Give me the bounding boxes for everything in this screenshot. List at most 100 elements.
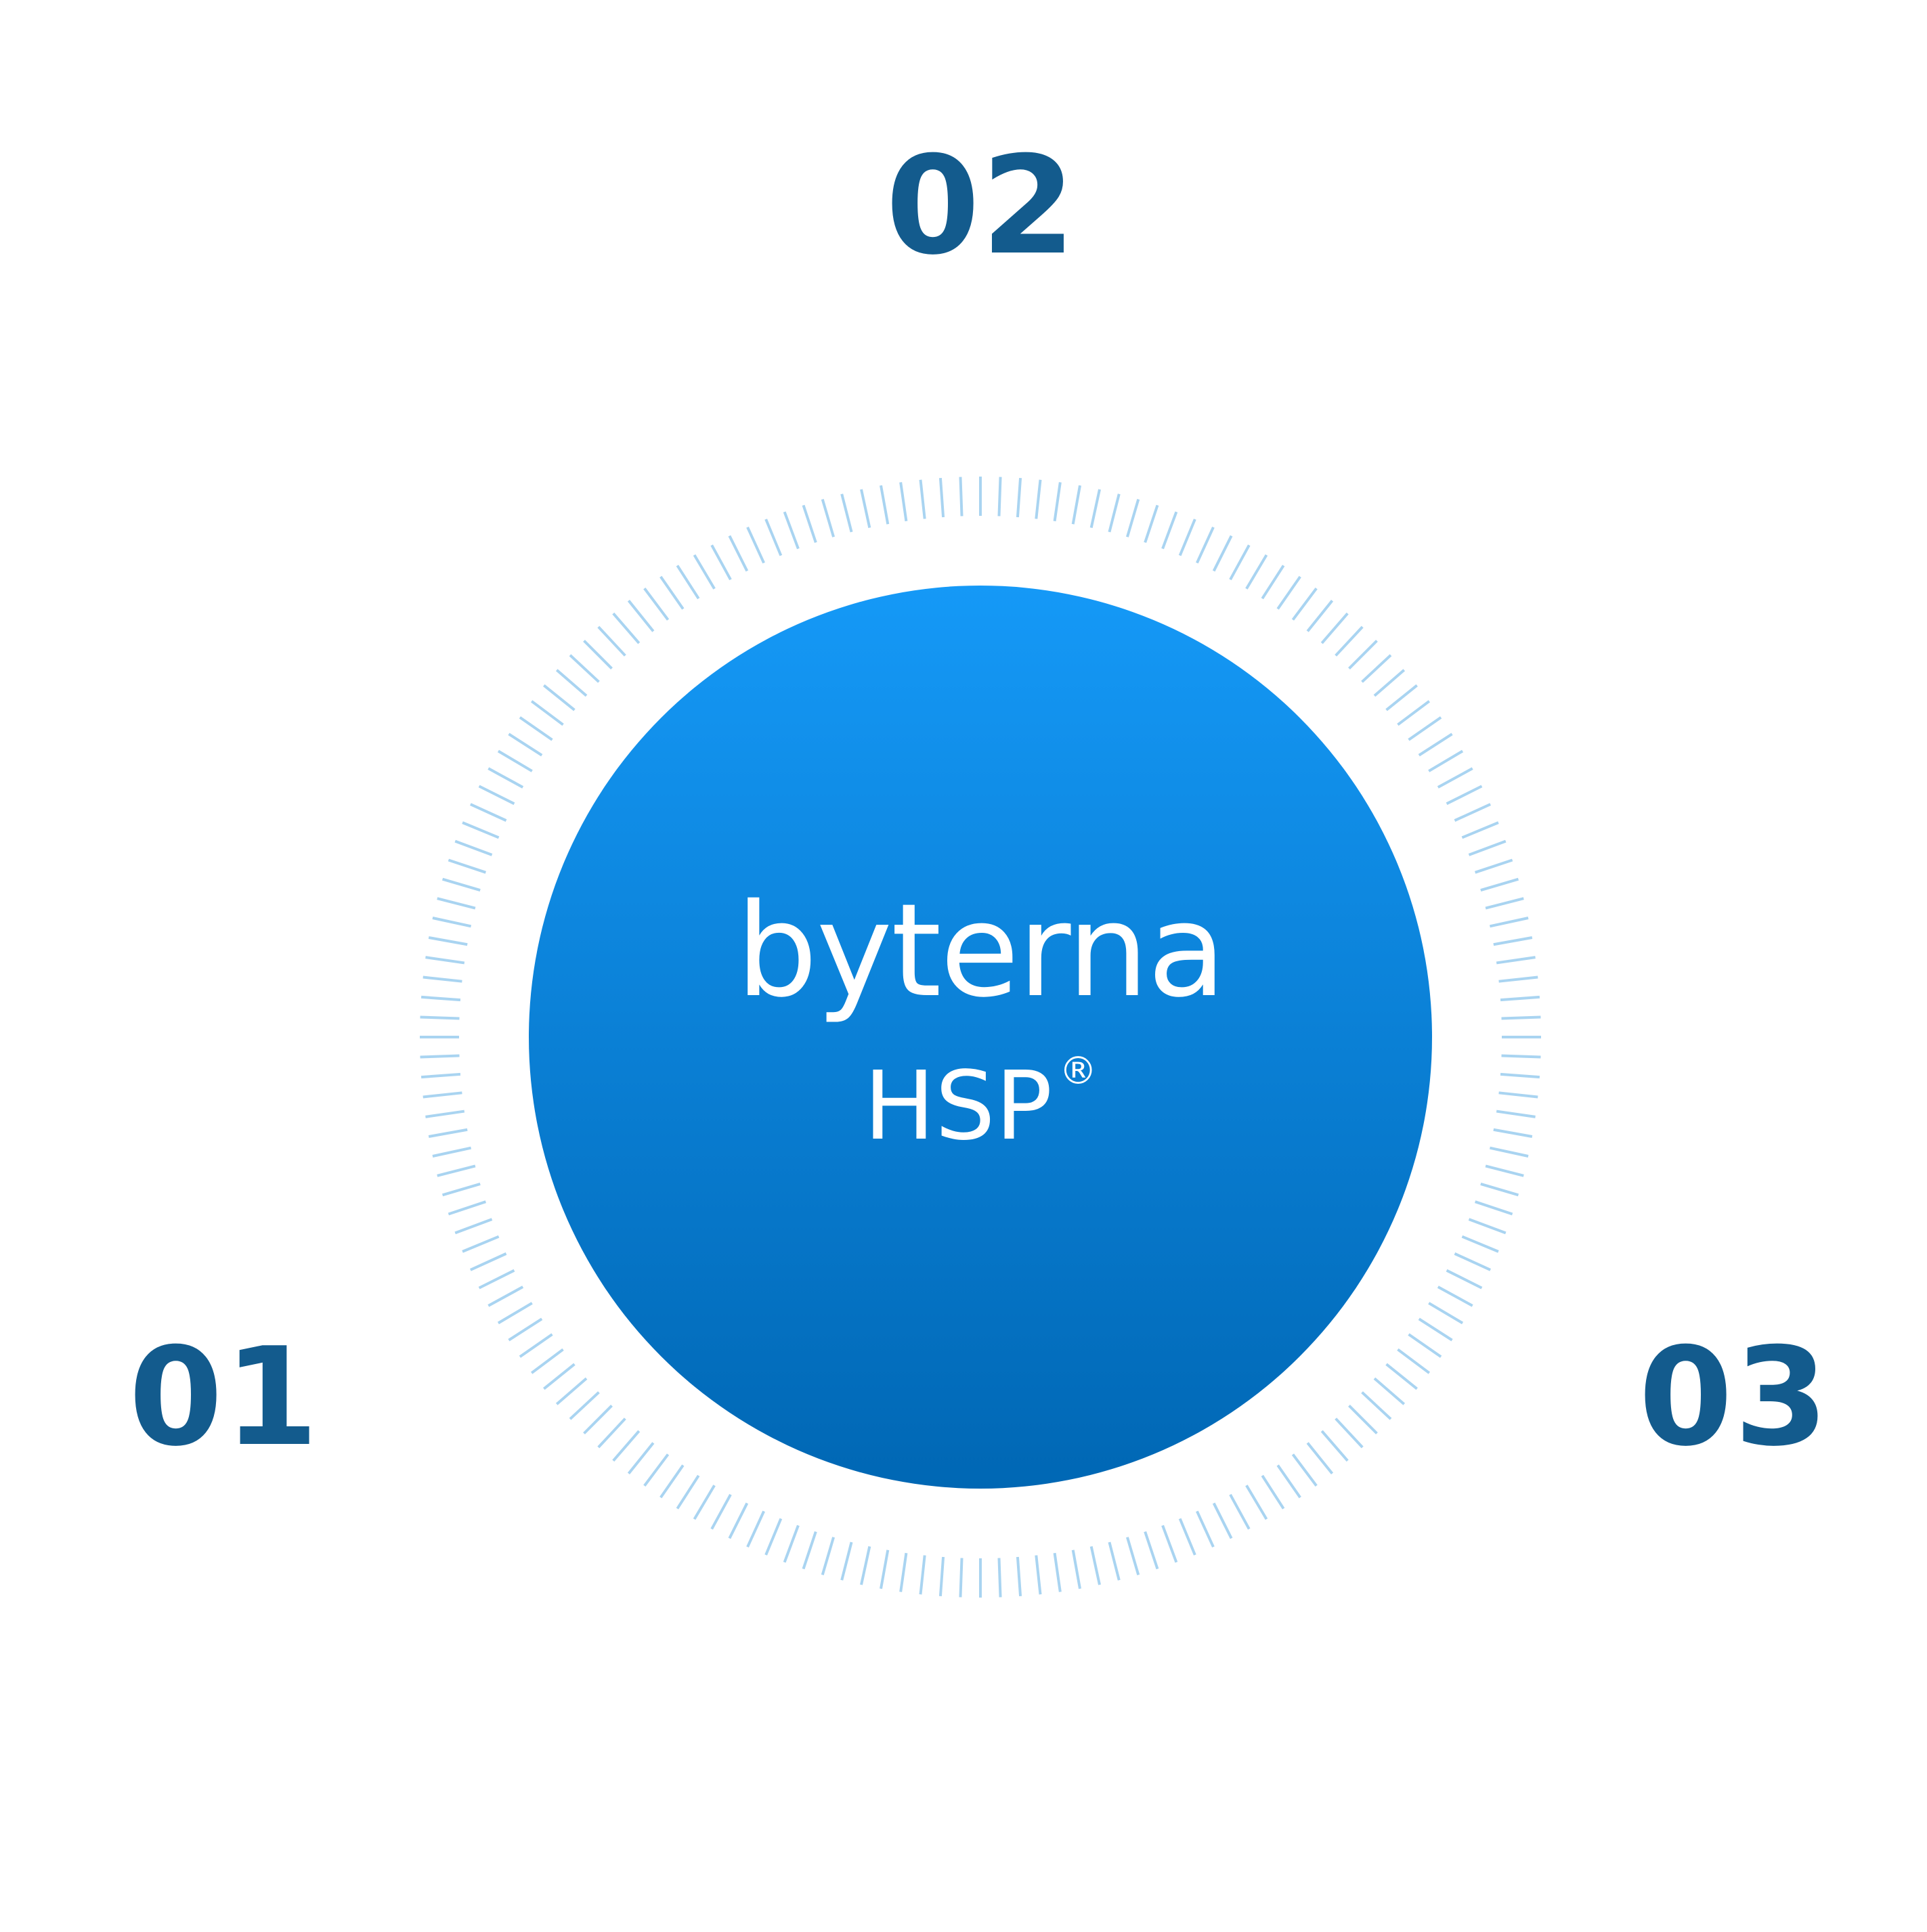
tick-mark xyxy=(1489,1146,1529,1158)
tick-mark xyxy=(746,1510,765,1548)
tick-mark xyxy=(1306,1442,1334,1474)
tick-mark xyxy=(1335,1418,1364,1449)
tick-mark xyxy=(432,1146,472,1158)
tick-mark xyxy=(1245,1485,1268,1520)
tick-mark xyxy=(860,1545,871,1585)
tick-mark xyxy=(462,821,500,839)
tick-mark xyxy=(880,1550,890,1589)
tick-mark xyxy=(1245,554,1268,590)
tick-mark xyxy=(1428,749,1464,772)
tick-mark xyxy=(1144,504,1159,544)
tick-mark xyxy=(1454,803,1492,822)
tick-mark xyxy=(583,1405,613,1434)
tick-mark xyxy=(627,1442,655,1474)
tick-mark xyxy=(1035,479,1042,519)
step-number-03: 03 xyxy=(1639,1319,1830,1476)
tick-mark xyxy=(676,565,700,600)
tick-mark xyxy=(1485,1164,1524,1177)
tick-mark xyxy=(959,1558,964,1598)
tick-mark xyxy=(1474,1200,1513,1216)
tick-mark xyxy=(423,1091,462,1099)
tick-mark xyxy=(1276,575,1301,610)
tick-mark xyxy=(627,600,655,632)
tick-mark xyxy=(1361,654,1392,683)
step-number-01: 01 xyxy=(129,1319,320,1476)
tick-mark xyxy=(764,1518,783,1556)
tick-mark xyxy=(1361,1391,1392,1420)
tick-mark xyxy=(643,1453,670,1487)
tick-mark xyxy=(1468,1218,1507,1235)
tick-mark xyxy=(478,785,515,806)
tick-mark xyxy=(840,1541,853,1581)
tick-mark xyxy=(519,1333,553,1358)
tick-mark xyxy=(1373,669,1406,697)
tick-mark xyxy=(569,654,600,683)
tick-mark xyxy=(1468,839,1507,856)
tick-mark xyxy=(1418,732,1453,757)
tick-mark xyxy=(420,1015,460,1020)
tick-mark xyxy=(1291,1453,1318,1487)
tick-mark xyxy=(448,858,487,874)
tick-mark xyxy=(1261,565,1285,600)
tick-mark xyxy=(1493,936,1533,946)
tick-mark xyxy=(423,975,462,983)
tick-mark xyxy=(1428,1302,1464,1325)
tick-mark xyxy=(1474,858,1513,874)
tick-mark xyxy=(1320,1430,1349,1462)
tick-mark xyxy=(1320,612,1349,644)
tick-mark xyxy=(997,1558,1002,1598)
tick-mark xyxy=(1485,897,1524,910)
tick-mark xyxy=(1108,493,1121,533)
tick-mark xyxy=(543,1363,576,1390)
tick-mark xyxy=(880,485,890,525)
tick-mark xyxy=(437,1164,476,1177)
tick-mark xyxy=(860,489,871,529)
tick-mark xyxy=(1126,498,1140,537)
tick-mark xyxy=(462,1235,500,1253)
tick-mark xyxy=(469,803,507,822)
tick-mark xyxy=(1196,526,1215,564)
tick-mark xyxy=(597,1418,626,1449)
tick-mark xyxy=(1071,485,1081,525)
tick-mark xyxy=(1053,482,1062,522)
tick-mark xyxy=(1144,1531,1159,1570)
tick-mark xyxy=(728,1502,749,1539)
tick-mark xyxy=(1196,1510,1215,1548)
tick-mark xyxy=(555,1377,588,1405)
tick-mark xyxy=(1437,767,1473,789)
tick-mark xyxy=(441,877,481,892)
tick-mark xyxy=(1500,1072,1540,1079)
tick-mark xyxy=(1291,587,1318,621)
tick-mark xyxy=(530,700,564,726)
tick-mark xyxy=(821,1537,835,1576)
tick-mark xyxy=(764,519,783,556)
tick-mark xyxy=(1053,1552,1062,1592)
tick-mark xyxy=(1446,785,1483,806)
tick-mark xyxy=(710,1493,732,1530)
tick-mark xyxy=(555,669,588,697)
tick-mark xyxy=(441,1183,481,1197)
tick-mark xyxy=(1461,821,1499,839)
tick-mark xyxy=(1493,1128,1533,1138)
tick-mark xyxy=(1489,917,1529,928)
tick-mark xyxy=(1212,535,1233,572)
tick-mark xyxy=(938,1556,945,1597)
tick-mark xyxy=(1348,1405,1378,1434)
tick-mark xyxy=(420,1054,460,1059)
tick-mark xyxy=(454,1218,493,1235)
tick-mark xyxy=(508,1317,543,1342)
tick-mark xyxy=(710,544,732,581)
tick-mark xyxy=(1496,956,1536,965)
tick-mark xyxy=(428,936,468,946)
tick-mark xyxy=(802,1531,817,1570)
tick-ring xyxy=(420,477,1541,1598)
tick-mark xyxy=(1500,995,1540,1002)
tick-mark xyxy=(1498,975,1538,983)
tick-mark xyxy=(1408,716,1442,741)
tick-mark xyxy=(1178,1518,1196,1556)
tick-mark xyxy=(530,1348,564,1374)
tick-mark xyxy=(840,493,853,533)
tick-mark xyxy=(428,1128,468,1138)
tick-mark xyxy=(1306,600,1334,632)
step-number-02: 02 xyxy=(886,127,1077,285)
